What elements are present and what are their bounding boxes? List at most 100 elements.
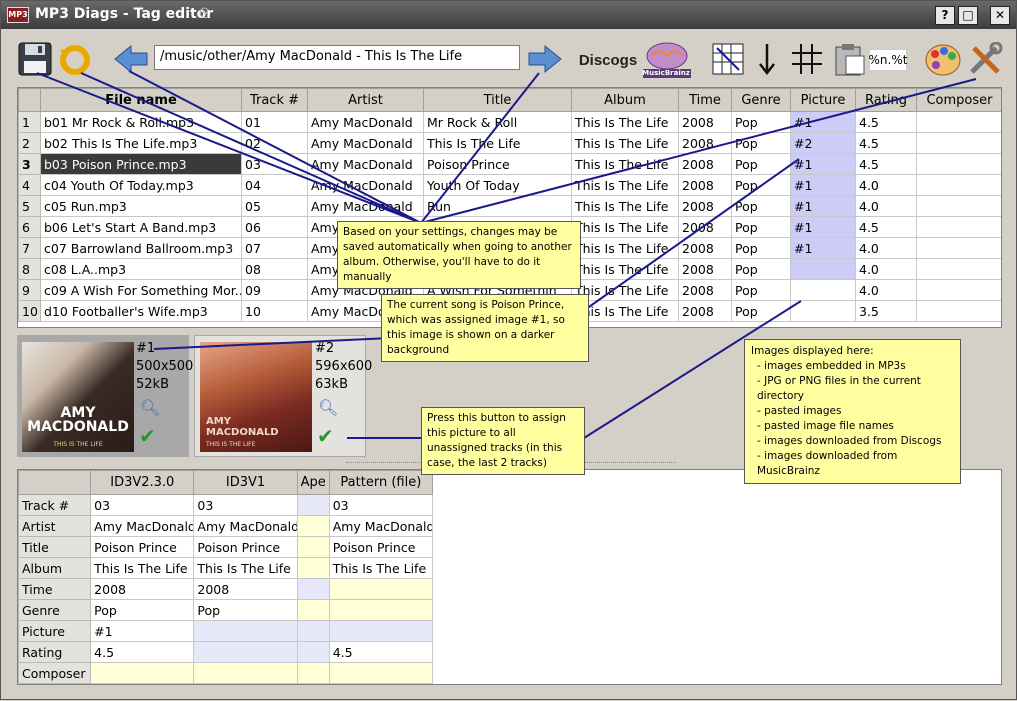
cell-album[interactable]: This Is The Life	[571, 258, 679, 280]
cell-rating[interactable]: 4.0	[855, 195, 917, 217]
cell-track[interactable]: 02	[241, 132, 308, 154]
cell-track[interactable]: 06	[241, 216, 308, 238]
cell-time[interactable]: 2008	[678, 300, 732, 322]
cell-time[interactable]: 2008	[678, 174, 732, 196]
tag-cell-pattern[interactable]: 4.5	[329, 641, 434, 663]
cell-file[interactable]: b03 Poison Prince.mp3	[40, 153, 242, 175]
tag-cell-pattern[interactable]	[329, 578, 434, 600]
cell-composer[interactable]	[916, 300, 1001, 322]
cell-composer[interactable]	[916, 279, 1001, 301]
row-number[interactable]: 6	[18, 216, 41, 238]
tag-cell-id3v1[interactable]: This Is The Life	[193, 557, 298, 579]
row-number[interactable]: 5	[18, 195, 41, 217]
cell-file[interactable]: b01 Mr Rock & Roll.mp3	[40, 111, 242, 133]
tag-cell-id3v2[interactable]	[90, 662, 195, 684]
cell-genre[interactable]: Pop	[731, 132, 791, 154]
tag-cell-id3v1[interactable]: Pop	[193, 599, 298, 621]
cell-composer[interactable]	[916, 258, 1001, 280]
cell-title[interactable]: Poison Prince	[423, 153, 572, 175]
zoom-image-2-icon[interactable]: 🔍︎	[318, 398, 339, 417]
cell-file[interactable]: c09 A Wish For Something Mor...	[40, 279, 242, 301]
tag-cell-id3v2[interactable]: Poison Prince	[90, 536, 195, 558]
tag-row[interactable]: Composer	[18, 662, 434, 684]
col-time[interactable]: Time	[678, 88, 732, 112]
cell-artist[interactable]: Amy MacDonald	[307, 195, 424, 217]
cell-file[interactable]: c04 Youth Of Today.mp3	[40, 174, 242, 196]
cell-track[interactable]: 07	[241, 237, 308, 259]
tag-cell-pattern[interactable]	[329, 620, 434, 642]
cell-picture[interactable]	[790, 279, 856, 301]
pattern-button[interactable]: %n.%t	[869, 49, 907, 71]
save-button[interactable]	[17, 41, 53, 77]
cell-album[interactable]: This Is The Life	[571, 132, 679, 154]
tag-cell-ape[interactable]	[297, 662, 330, 684]
tag-cell-pattern[interactable]: Poison Prince	[329, 536, 434, 558]
cell-track[interactable]: 09	[241, 279, 308, 301]
cell-file[interactable]: d10 Footballer's Wife.mp3	[40, 300, 242, 322]
tag-cell-id3v2[interactable]: #1	[90, 620, 195, 642]
col-pattern[interactable]: Pattern (file)	[328, 470, 434, 495]
cell-genre[interactable]: Pop	[731, 237, 791, 259]
cell-composer[interactable]	[916, 111, 1001, 133]
previous-album-button[interactable]	[113, 43, 149, 75]
tag-cell-id3v2[interactable]: Amy MacDonald	[90, 515, 195, 537]
tag-cell-id3v1[interactable]: 2008	[193, 578, 298, 600]
cell-artist[interactable]: Amy MacDonald	[307, 153, 424, 175]
col-file-name[interactable]: File name	[40, 88, 242, 112]
cell-file[interactable]: c07 Barrowland Ballroom.mp3	[40, 237, 242, 259]
musicbrainz-button[interactable]: MusicBrainz	[639, 41, 695, 79]
tag-cell-id3v1[interactable]: Amy MacDonald	[193, 515, 298, 537]
album-path-field[interactable]: /music/other/Amy MacDonald - This Is The…	[154, 45, 520, 70]
row-number[interactable]: 1	[18, 111, 41, 133]
cell-picture[interactable]	[790, 300, 856, 322]
col-id3v2[interactable]: ID3V2.3.0	[90, 470, 195, 495]
cell-album[interactable]: This Is The Life	[571, 237, 679, 259]
tag-cell-id3v2[interactable]: 2008	[90, 578, 195, 600]
tag-row[interactable]: Picture#1	[18, 620, 434, 642]
tag-cell-id3v1[interactable]: 03	[193, 494, 298, 516]
cell-file[interactable]: b06 Let's Start A Band.mp3	[40, 216, 242, 238]
row-number[interactable]: 4	[18, 174, 41, 196]
image-2-panel[interactable]: AMY MACDONALD THIS IS THE LIFE #2 596x60…	[194, 335, 372, 457]
next-album-button[interactable]	[527, 43, 563, 75]
cell-genre[interactable]: Pop	[731, 195, 791, 217]
cell-composer[interactable]	[916, 195, 1001, 217]
cell-picture[interactable]	[790, 258, 856, 280]
cell-title[interactable]: Youth Of Today	[423, 174, 572, 196]
tag-cell-id3v1[interactable]	[193, 620, 298, 642]
tag-cell-id3v2[interactable]: This Is The Life	[90, 557, 195, 579]
row-number[interactable]: 2	[18, 132, 41, 154]
tag-cell-id3v1[interactable]	[193, 641, 298, 663]
tag-cell-pattern[interactable]: 03	[329, 494, 434, 516]
cell-genre[interactable]: Pop	[731, 111, 791, 133]
cell-track[interactable]: 10	[241, 300, 308, 322]
cell-artist[interactable]: Amy MacDonald	[307, 174, 424, 196]
row-number[interactable]: 3	[18, 153, 41, 175]
col-genre[interactable]: Genre	[731, 88, 791, 112]
cell-artist[interactable]: Amy MacDonald	[307, 111, 424, 133]
cell-file[interactable]: c05 Run.mp3	[40, 195, 242, 217]
row-number[interactable]: 8	[18, 258, 41, 280]
palette-button[interactable]	[923, 41, 963, 79]
col-album[interactable]: Album	[571, 88, 679, 112]
row-number[interactable]: 10	[18, 300, 41, 322]
cell-album[interactable]: This Is The Life	[571, 216, 679, 238]
help-button[interactable]: ?	[935, 6, 955, 25]
tag-cell-ape[interactable]	[297, 557, 330, 579]
assign-image-2-button[interactable]: ✔	[317, 424, 334, 448]
cell-time[interactable]: 2008	[678, 279, 732, 301]
cell-genre[interactable]: Pop	[731, 258, 791, 280]
cell-track[interactable]: 04	[241, 174, 308, 196]
cell-picture[interactable]: #1	[790, 153, 856, 175]
cell-picture[interactable]: #2	[790, 132, 856, 154]
cell-genre[interactable]: Pop	[731, 216, 791, 238]
cell-rating[interactable]: 4.5	[855, 153, 917, 175]
cell-title[interactable]: Mr Rock & Roll	[423, 111, 572, 133]
col-picture[interactable]: Picture	[790, 88, 856, 112]
